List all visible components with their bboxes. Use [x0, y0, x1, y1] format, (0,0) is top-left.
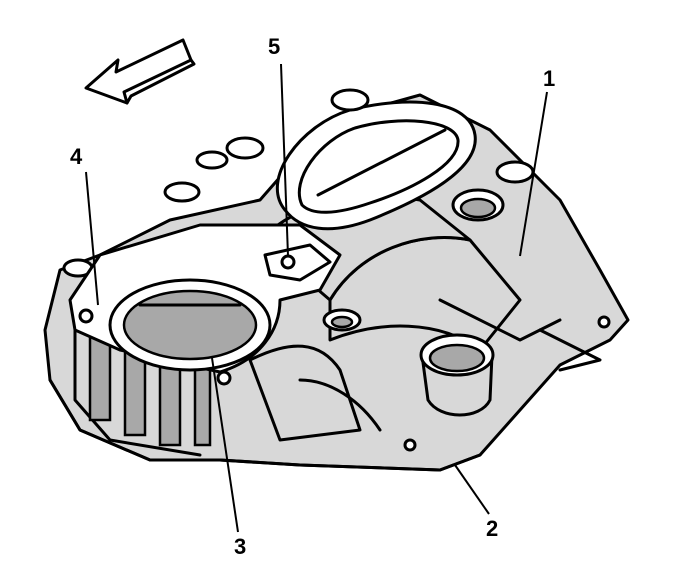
front-flange: [68, 223, 611, 452]
callout-4: 4: [70, 144, 83, 169]
callout-5: 5: [268, 34, 281, 59]
front-arrow-icon: [84, 38, 196, 105]
ports: [62, 88, 535, 417]
callout-2: 2: [486, 516, 499, 541]
front-ribs: [88, 333, 212, 447]
callout-3: 3: [234, 534, 247, 559]
callout-1: 1: [543, 66, 556, 91]
upper-oval-port: [275, 100, 477, 231]
leader-lines: [85, 63, 548, 533]
